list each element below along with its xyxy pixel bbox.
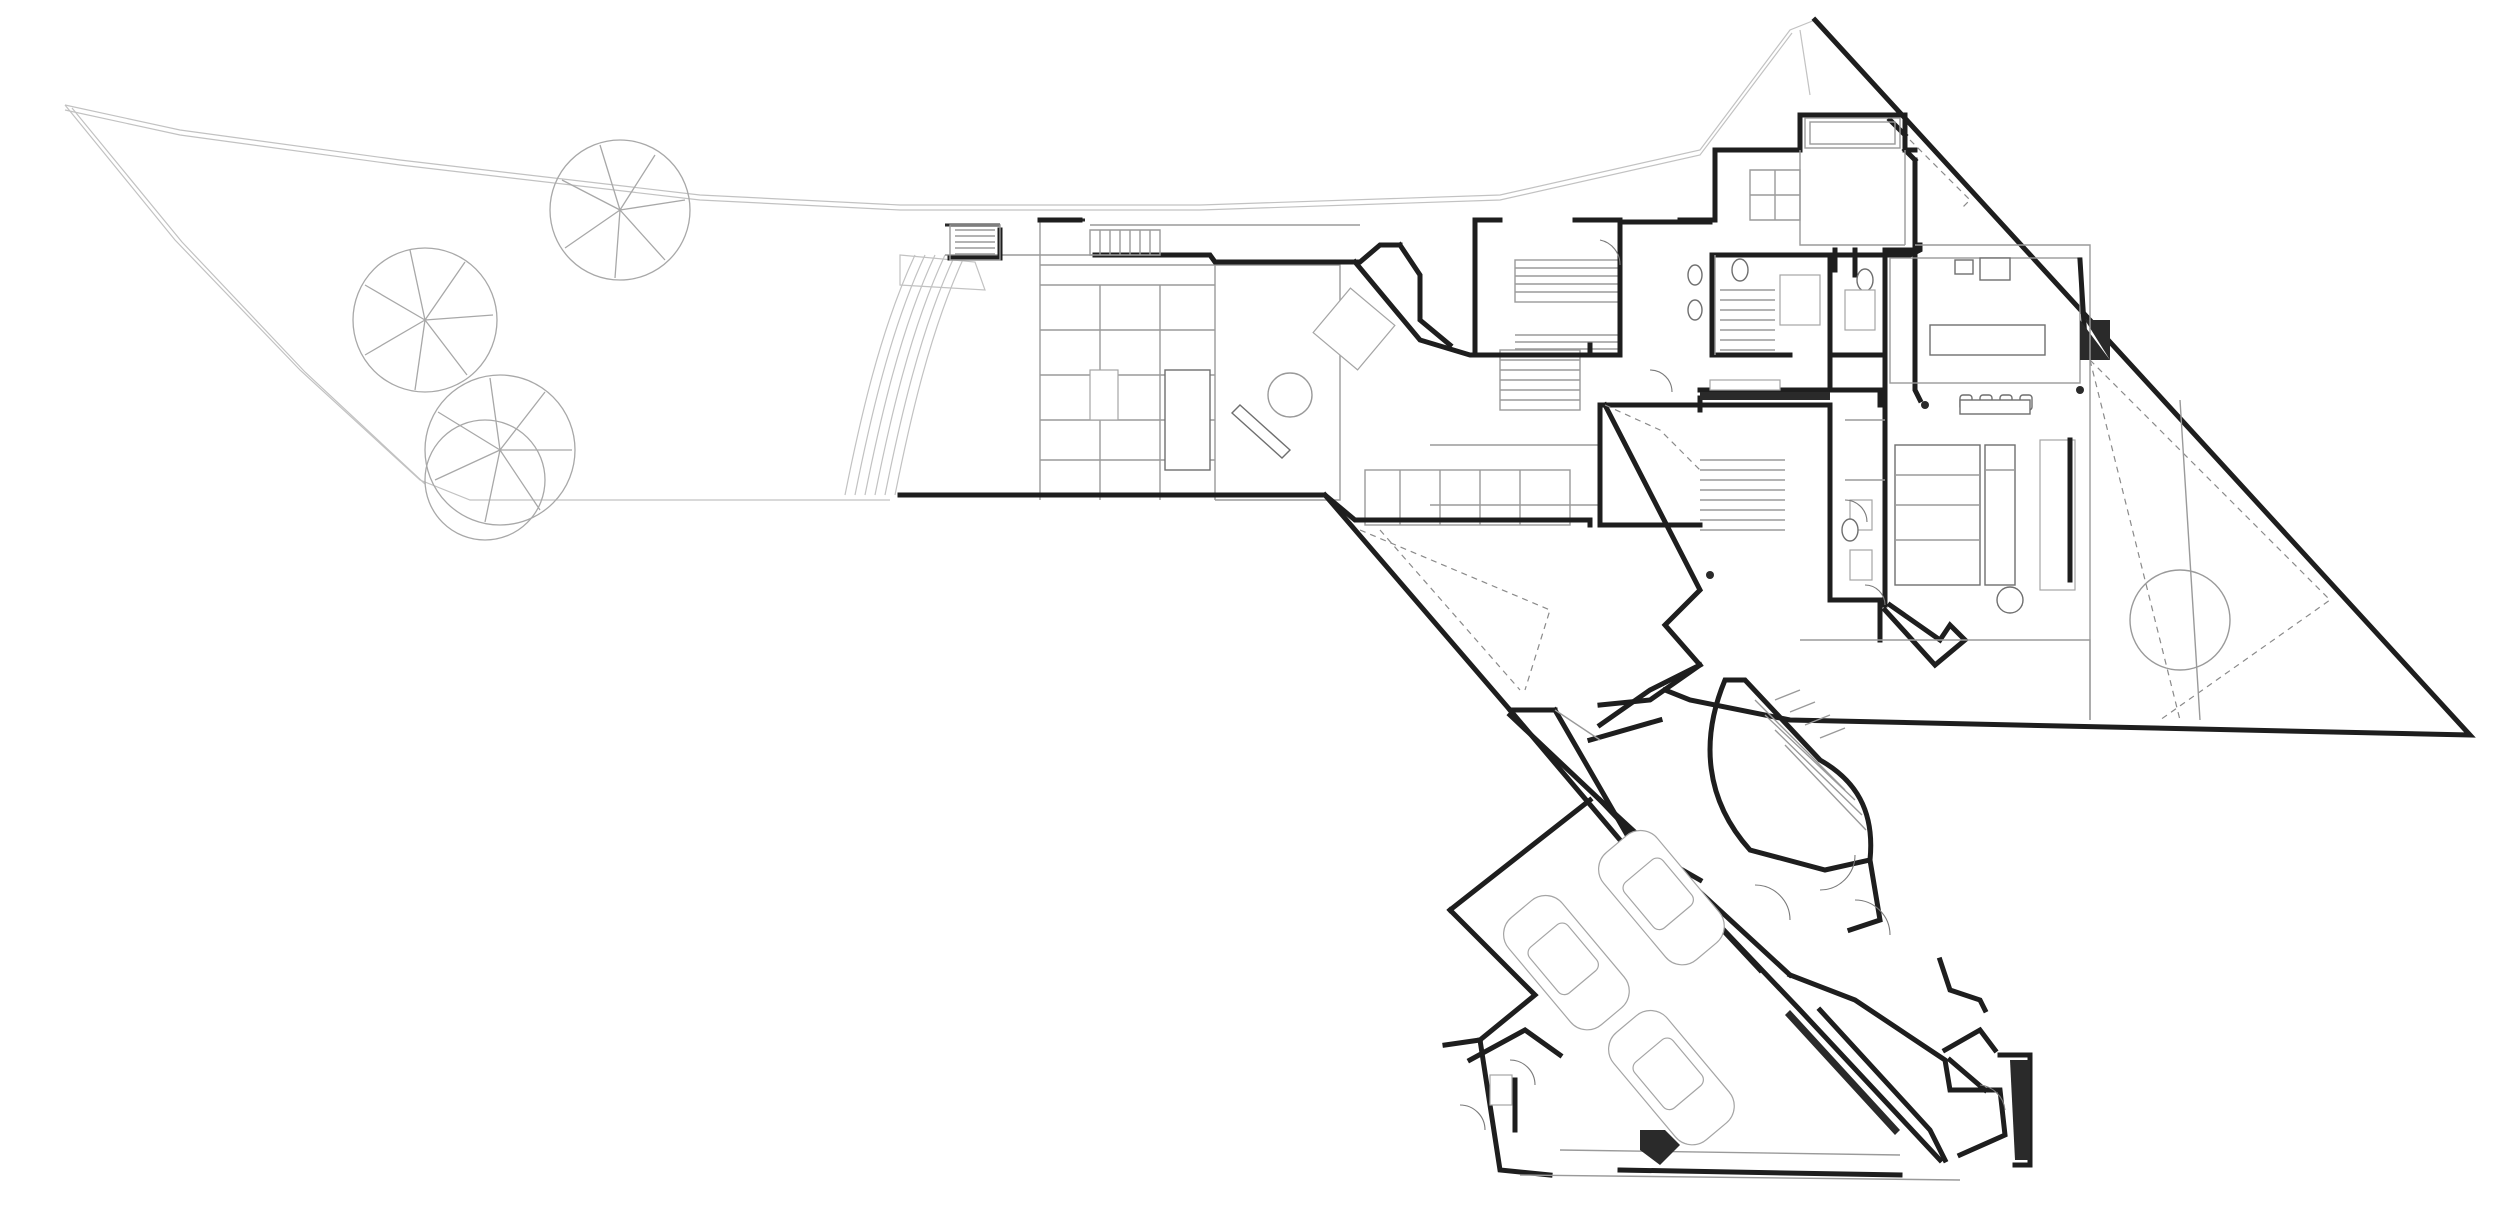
site-boundary <box>64 19 1816 501</box>
sofa-set <box>1894 439 2076 614</box>
upper-annex <box>1714 117 1906 355</box>
curved-stair <box>1707 677 1883 934</box>
door-swing <box>1599 239 2006 1111</box>
right-wedge-lines <box>1915 244 2201 721</box>
structural-columns <box>1700 320 2110 579</box>
landscape-ramp <box>844 254 986 496</box>
dashed-guides <box>1359 139 2331 721</box>
exterior-walls <box>897 16 2476 738</box>
terrace-wing <box>945 218 1600 526</box>
car-symbol <box>1503 829 1735 1146</box>
kitchen-counter <box>1954 257 2011 281</box>
garden-stairs <box>949 224 1161 261</box>
dining-set <box>1929 324 2046 415</box>
toilet-fixture <box>1687 258 1876 542</box>
tree-symbol <box>352 139 691 541</box>
garage <box>1442 711 2033 1181</box>
